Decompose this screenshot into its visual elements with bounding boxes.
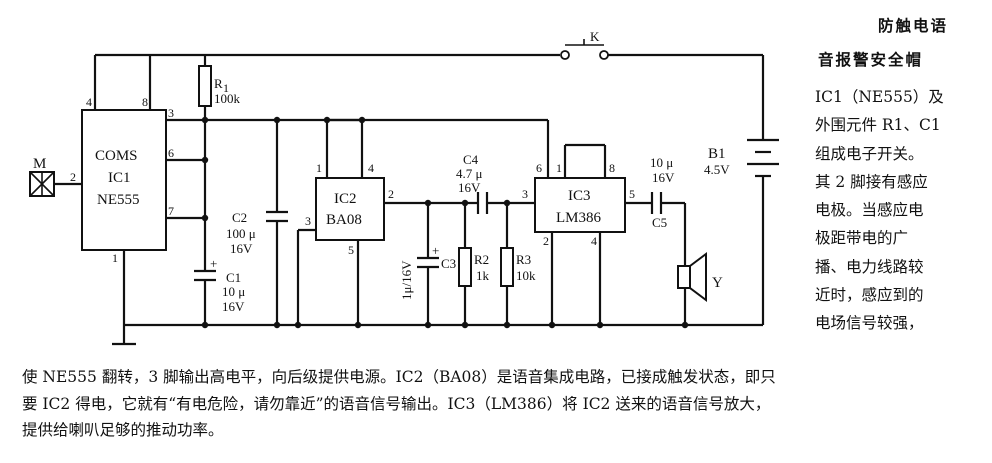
ic1-text-1: COMS bbox=[95, 148, 138, 164]
r1-sub: 1 bbox=[223, 81, 229, 95]
r3-name: R3 bbox=[516, 252, 531, 267]
c1-name: C1 bbox=[226, 270, 241, 285]
bottom-paragraph: 使 NE555 翻转，3 脚输出高电平，向后级提供电源。IC2（BA08）是语音… bbox=[22, 364, 982, 444]
r1-c1-column: R 1 100k + C1 10 μ 16V bbox=[194, 55, 245, 325]
ic2-text-2: BA08 bbox=[326, 212, 362, 228]
r2-name: R2 bbox=[474, 252, 489, 267]
side-line: 外围元件 R1、C1 bbox=[815, 116, 941, 135]
bottom-rail bbox=[112, 323, 763, 346]
title-line-1: 防触电语 bbox=[878, 17, 949, 35]
bottom-junctions bbox=[201, 321, 689, 329]
ic2-pin-5: 5 bbox=[348, 243, 354, 257]
side-line: 播、电力线路较 bbox=[815, 257, 924, 276]
ic1-text-2: IC1 bbox=[108, 170, 131, 186]
ic3-pin-1: 1 bbox=[556, 161, 562, 175]
ic3-pin-3: 3 bbox=[522, 187, 528, 201]
r1-name: R bbox=[214, 76, 223, 91]
side-description: IC1（NE555）及 外围元件 R1、C1 组成电子开关。 其 2 脚接有感应… bbox=[815, 83, 985, 338]
side-line: 近时，感应到的 bbox=[815, 286, 924, 305]
c2-value-1: 100 μ bbox=[226, 226, 256, 241]
c3-value: 1μ/16V bbox=[399, 260, 414, 300]
side-line: 电极。当感应电 bbox=[815, 201, 924, 220]
para-line: 要 IC2 得电，它就有“有电危险，请勿靠近”的语音信号输出。IC3（LM386… bbox=[22, 394, 771, 413]
c5-speaker: 10 μ 16V C5 Y bbox=[650, 155, 723, 325]
c5-name: C5 bbox=[652, 215, 667, 230]
side-line: 组成电子开关。 bbox=[815, 144, 924, 163]
side-line: 其 2 脚接有感应 bbox=[815, 172, 928, 191]
c3-plus: + bbox=[432, 243, 439, 258]
c4-value-1: 4.7 μ bbox=[456, 166, 483, 181]
ic3-text-2: LM386 bbox=[556, 210, 602, 226]
capacitor-c2: C2 100 μ 16V bbox=[226, 116, 288, 325]
r3-value: 10k bbox=[516, 268, 536, 283]
ic1-pin-2: 2 bbox=[70, 170, 76, 184]
ic3-pin-6: 6 bbox=[536, 161, 542, 175]
capacitor-c3: + C3 1μ/16V bbox=[399, 199, 456, 325]
c5-value-1: 10 μ bbox=[650, 155, 673, 170]
ic1-pin-8: 8 bbox=[142, 95, 148, 109]
ic1-pin-7: 7 bbox=[168, 204, 174, 218]
ic3-lm386: IC3 LM386 1 8 6 3 5 2 4 bbox=[522, 120, 652, 325]
r2-value: 1k bbox=[476, 268, 490, 283]
title-line-2: 音报警安全帽 bbox=[818, 51, 924, 69]
ic3-pin-5: 5 bbox=[629, 187, 635, 201]
ic2-pin-4: 4 bbox=[368, 161, 374, 175]
b1-value: 4.5V bbox=[704, 162, 730, 177]
c1-value-2: 16V bbox=[222, 299, 245, 314]
c4-r2-r3: C4 4.7 μ 16V R2 1k R3 10k bbox=[456, 152, 540, 325]
ic1-text-3: NE555 bbox=[97, 192, 140, 208]
sensor-m: M bbox=[29, 156, 82, 197]
ic3-pin-2: 2 bbox=[543, 234, 549, 248]
c4-name: C4 bbox=[463, 152, 479, 167]
b1-name: B1 bbox=[708, 146, 726, 162]
ic1-pin-4: 4 bbox=[86, 95, 92, 109]
ic1-pin-1: 1 bbox=[112, 251, 118, 265]
ic2-pin-2: 2 bbox=[388, 187, 394, 201]
ic1-ne555: COMS IC1 NE555 4 8 3 6 7 2 1 bbox=[70, 55, 548, 344]
ic3-text-1: IC3 bbox=[568, 188, 591, 204]
ic2-pin-1: 1 bbox=[316, 161, 322, 175]
para-line: 使 NE555 翻转，3 脚输出高电平，向后级提供电源。IC2（BA08）是语音… bbox=[22, 368, 776, 386]
battery-b1: B1 4.5V bbox=[704, 138, 779, 325]
side-line: IC1（NE555）及 bbox=[815, 88, 944, 106]
c2-value-2: 16V bbox=[230, 241, 253, 256]
side-line: 极距带电的广 bbox=[815, 229, 909, 248]
sensor-m-label: M bbox=[33, 156, 46, 172]
ic1-pin-3: 3 bbox=[168, 106, 174, 120]
ic2-pin-3: 3 bbox=[305, 214, 311, 228]
c1-value-1: 10 μ bbox=[222, 284, 245, 299]
ic2-text-1: IC2 bbox=[334, 191, 357, 207]
c4-value-2: 16V bbox=[458, 180, 481, 195]
switch-k: K bbox=[560, 29, 609, 60]
c3-name: C3 bbox=[441, 256, 456, 271]
top-rail bbox=[95, 53, 765, 140]
c1-plus: + bbox=[210, 256, 217, 271]
switch-k-label: K bbox=[590, 29, 600, 44]
r1-value: 100k bbox=[214, 91, 241, 106]
ic2-ba08: IC2 BA08 1 4 2 3 5 bbox=[296, 116, 478, 325]
para-line: 提供给喇叭足够的推动功率。 bbox=[22, 421, 224, 439]
ic1-pin-6: 6 bbox=[168, 146, 174, 160]
c2-name: C2 bbox=[232, 210, 247, 225]
side-line: 电场信号较强， bbox=[815, 314, 924, 333]
ic3-pin-4: 4 bbox=[591, 234, 597, 248]
ic3-pin-8: 8 bbox=[609, 161, 615, 175]
c5-value-2: 16V bbox=[652, 170, 675, 185]
speaker-y-label: Y bbox=[712, 275, 723, 291]
